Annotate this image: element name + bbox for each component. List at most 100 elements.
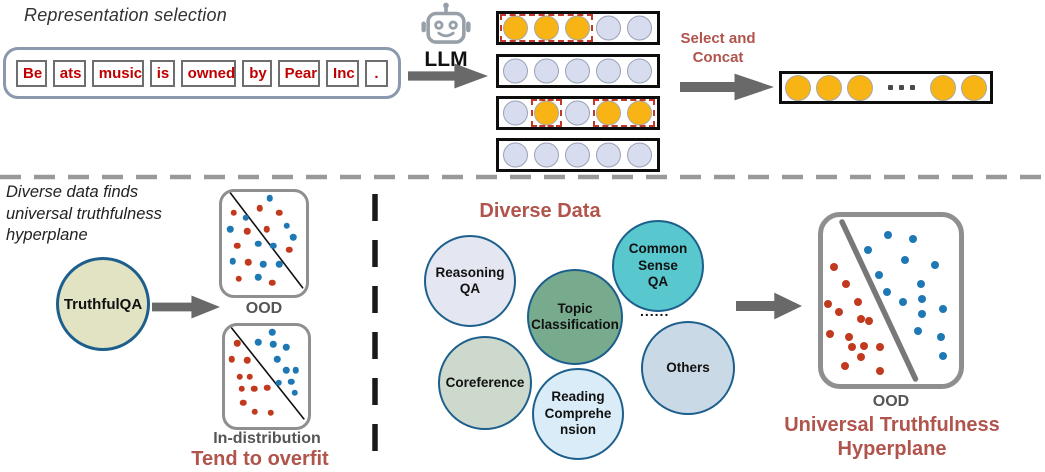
selected-representation-circle [930,74,956,101]
blue-data-point [259,260,267,268]
blue-data-point [908,234,917,243]
red-data-point [847,343,856,352]
red-data-point [238,385,245,392]
blue-data-point [914,326,923,335]
red-data-point [256,205,264,212]
in-distribution-label: In-distribution [213,430,321,447]
blue-data-point [283,343,290,351]
separating-hyperplane-line [823,217,959,384]
red-data-point [236,373,244,380]
blue-data-point [266,194,274,202]
red-data-point [230,209,237,216]
blue-data-point [938,304,947,313]
selected-representation-circle [596,100,621,126]
ood-label: OOD [245,300,283,317]
llm-output-arrow-icon [408,62,488,90]
blue-data-point [254,338,262,346]
blue-data-point [288,378,295,385]
red-data-point [267,409,274,417]
caption-line: Diverse data finds [6,183,139,201]
blue-data-point [283,222,290,230]
blue-data-point [227,225,234,233]
token-box: Inc [326,59,360,87]
token-box: music [91,59,144,87]
llm-robot-icon [421,2,471,44]
representation-circle [596,142,621,168]
dataset-bubble-coreference: Coreference [438,336,532,430]
representation-circle [534,142,559,168]
universal-hyperplane-scatter-plot [818,212,964,389]
selected-representation-circle [816,74,842,101]
truthfulqa-circle: TruthfulQA [56,257,150,351]
blue-data-point [937,333,946,342]
horizontal-dashed-divider [0,174,1045,180]
universal-truthfulness-hyperplane-label: Universal Truthfulness Hyperplane [762,413,1022,461]
select-concat-line1: Select and [680,30,756,47]
select-concat-label: Select and Concat [668,29,768,67]
red-data-point [285,246,293,253]
token-box: owned [180,59,237,87]
token-box: Be [16,59,47,87]
blue-data-point [292,367,299,374]
representation-circle [534,58,559,84]
truthfulqa-arrow-icon [152,294,220,320]
representation-circle [627,142,652,168]
dataset-bubble-label: Others [666,359,710,375]
blue-data-point [229,257,237,265]
diverse-data-caption: Diverse data finds universal truthfulnes… [6,182,162,247]
red-data-point [246,373,254,380]
blue-data-point [283,367,290,374]
red-data-point [275,209,283,216]
representation-circle [503,58,528,84]
token-box: . [365,59,389,87]
red-data-point [264,384,271,391]
selected-representation-circle [534,15,559,41]
blue-data-point [938,351,947,360]
conclusion-line1: Universal Truthfulness [784,414,1000,436]
token-box: ats [52,59,86,87]
representation-circle [503,142,528,168]
selected-representation-circle [961,74,987,101]
red-data-point [824,299,833,308]
blue-data-point [874,271,883,280]
selection-dashed-box [531,99,562,127]
diverse-data-title: Diverse Data [479,200,601,222]
red-data-point [244,258,252,266]
red-data-point [876,366,885,375]
ellipsis-icon [878,85,925,90]
caption-line: universal truthfulness [6,204,162,223]
caption-line: hyperplane [6,226,88,244]
blue-data-point [930,261,939,270]
representation-row [496,54,660,88]
token-box: Pear [277,59,321,87]
red-data-point [250,385,258,392]
blue-data-point [254,240,262,247]
red-data-point [854,298,863,307]
blue-data-point [884,231,893,240]
red-data-point [825,329,834,338]
truthfulqa-label: TruthfulQA [63,295,143,313]
ood-scatter-plot [219,189,309,298]
blue-data-point [918,294,927,303]
token-box: by [242,59,272,87]
separating-hyperplane-line [225,326,308,427]
blue-data-point [900,256,909,265]
representation-circle [596,15,621,41]
concatenated-representation-box [779,71,993,104]
conclusion-line2: Hyperplane [837,438,947,460]
representation-circle [565,100,590,126]
select-concat-line2: Concat [692,49,744,66]
red-data-point [233,242,241,249]
representation-circle [503,100,528,126]
blue-data-point [242,214,249,221]
red-data-point [876,343,885,352]
red-data-point [244,357,251,364]
blue-data-point [269,242,277,249]
dataset-bubble-label: Coreference [445,374,525,390]
blue-data-point [254,274,262,281]
